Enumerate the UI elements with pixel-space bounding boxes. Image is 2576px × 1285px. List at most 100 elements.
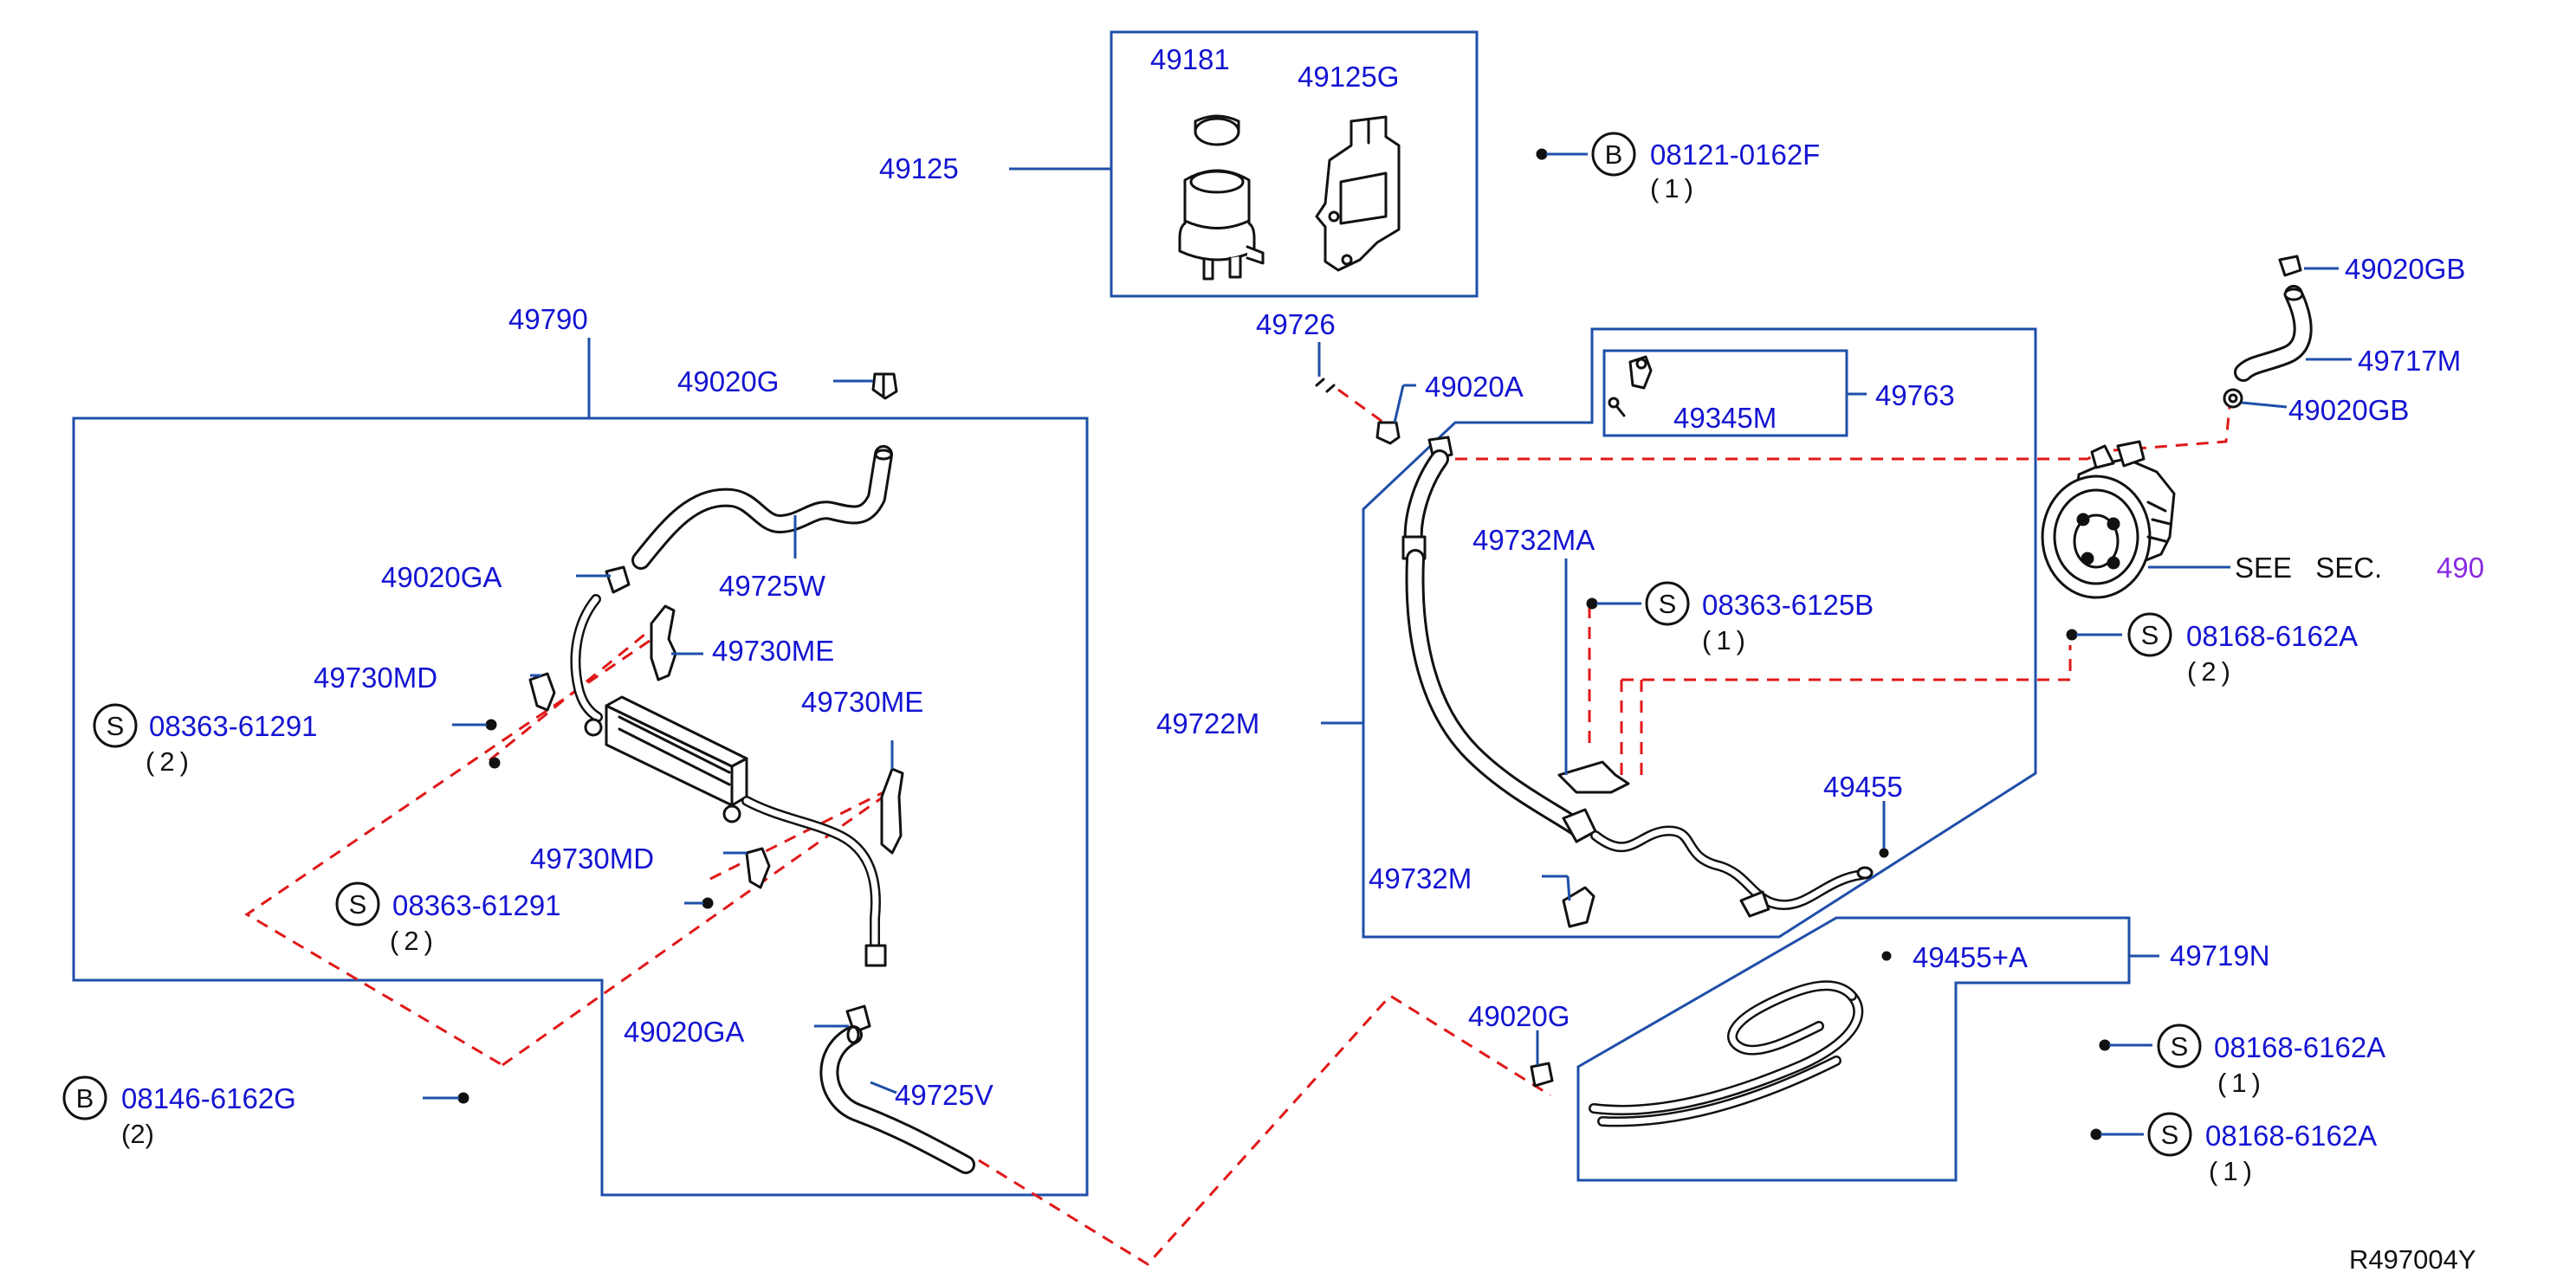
frame-49722m [1321, 327, 2037, 939]
clamp-49020g-bottom [1530, 1062, 1554, 1088]
label-49730md-2: 49730MD [530, 843, 654, 875]
fastener-qty: (2) [121, 1119, 154, 1149]
fastener-symbol-s: S [349, 889, 367, 920]
connector-49726 [1315, 378, 1336, 393]
fastener-symbol-s: S [1659, 589, 1677, 619]
label-49722m: 49722M [1156, 707, 1259, 739]
hose-49725w [631, 445, 893, 570]
fastener-symbol-b: B [76, 1083, 94, 1114]
dashed-links [244, 388, 2232, 1266]
bracket-49730me-2 [880, 767, 904, 855]
clip-49455 [1879, 848, 1889, 858]
fastener-code: 08168-6162A [2186, 620, 2358, 652]
fastener-code: 08146-6162G [121, 1082, 296, 1114]
fastener-08146-6162g: B 08146-6162G (2) [62, 1075, 296, 1149]
see-section-text: SEE SEC. [2235, 552, 2382, 584]
label-49726: 49726 [1256, 308, 1336, 340]
fastener-08363-61291-left: S 08363-61291 (2) [93, 703, 318, 777]
label-49125g: 49125G [1298, 61, 1399, 93]
frame-49763 [1602, 349, 1867, 437]
fastener-code: 08363-61291 [149, 710, 318, 742]
fastener-code: 08363-61291 [392, 889, 561, 921]
label-49125: 49125 [879, 152, 959, 184]
fastener-symbol-s: S [2161, 1120, 2179, 1150]
fastener-qty: (1) [1650, 173, 1699, 203]
fitting-49020a [1375, 421, 1401, 445]
fastener-qty: (1) [2217, 1068, 2266, 1098]
label-49020ga-bottom: 49020GA [624, 1016, 744, 1048]
label-49730me-2: 49730ME [801, 686, 923, 718]
bracket-49732ma [1557, 760, 1630, 794]
clamp-49020ga-top [605, 565, 631, 594]
label-49455a: 49455+A [1913, 941, 2028, 973]
label-49181: 49181 [1150, 43, 1230, 75]
fastener-qty: (1) [2209, 1156, 2257, 1186]
label-49732m: 49732M [1369, 862, 1472, 894]
cooler-assembly [570, 594, 887, 967]
label-49763: 49763 [1875, 379, 1955, 411]
fastener-08168-6162a-mid: S 08168-6162A (1) [2157, 1023, 2385, 1098]
label-49725v: 49725V [895, 1079, 994, 1111]
label-49020gb-mid: 49020GB [2288, 394, 2409, 426]
leader-lines [530, 267, 2352, 1095]
reservoir-tank [1178, 169, 1265, 281]
bolt-08168-6162a-bottom [2090, 1128, 2144, 1140]
pressure-hose-49722m [1401, 436, 1874, 918]
bolt-08363-6125b [1586, 597, 1641, 610]
frame-49790 [72, 338, 1089, 1197]
clamp-49020g-top [871, 372, 898, 400]
fastener-08168-6162a-bottom: S 08168-6162A (1) [2147, 1112, 2377, 1186]
label-49020g-top: 49020G [677, 365, 779, 397]
frame-49719n [1576, 916, 2159, 1182]
label-49732ma: 49732MA [1472, 524, 1595, 556]
fastener-symbol-s: S [2171, 1031, 2189, 1062]
bracket-49732m [1562, 886, 1595, 928]
fastener-qty: (1) [1702, 625, 1751, 655]
label-49020g-bottom: 49020G [1468, 1000, 1570, 1032]
label-49717m: 49717M [2358, 345, 2461, 377]
fastener-code: 08168-6162A [2214, 1031, 2385, 1063]
bolt-08363-61291-b [489, 757, 501, 769]
bracket-49730md-2 [745, 847, 771, 889]
diagram-code: R497004Y [2349, 1244, 2476, 1275]
fastener-08363-6125b: S 08363-6125B (1) [1645, 581, 1874, 655]
label-49725w: 49725W [719, 570, 826, 602]
bracket-49730me-1 [650, 604, 677, 681]
fastener-qty: (2) [390, 926, 438, 956]
label-49790: 49790 [508, 303, 588, 335]
label-49020a: 49020A [1425, 371, 1524, 403]
frame-49125 [1009, 30, 1479, 298]
label-49730me-1: 49730ME [712, 635, 834, 667]
clamp-49020gb-top [2278, 255, 2302, 277]
see-section-number[interactable]: 490 [2437, 552, 2484, 584]
fastener-qty: (2) [146, 746, 194, 777]
label-49730md-1: 49730MD [314, 662, 437, 694]
cooler-pipe-49719n [1589, 980, 1864, 1127]
label-49020gb-top: 49020GB [2345, 253, 2465, 285]
bolt-08146-6162g [423, 1092, 469, 1104]
fastener-code: 08121-0162F [1650, 139, 1820, 171]
clip-49455a [1881, 951, 1892, 961]
hose-49725v [819, 1025, 975, 1174]
fastener-symbol-b: B [1605, 139, 1623, 170]
bolt-08121-0162f [1536, 148, 1588, 160]
clamp-49020gb-mid [2223, 388, 2243, 409]
fastener-08168-6162a-top: S 08168-6162A (2) [2127, 612, 2358, 687]
label-49455: 49455 [1823, 771, 1903, 803]
fastener-symbol-s: S [107, 711, 125, 741]
bracket-49730md-1 [528, 672, 556, 712]
bolt-08363-61291-a [452, 719, 497, 731]
bolt-08168-6162a-mid [2099, 1039, 2152, 1051]
fastener-08121-0162f: B 08121-0162F (1) [1591, 132, 1820, 203]
label-49020ga-top: 49020GA [381, 561, 502, 593]
fastener-code: 08363-6125B [1702, 589, 1874, 621]
bolt-08363-61291-c [684, 897, 714, 909]
fastener-08363-61291-center: S 08363-61291 (2) [335, 881, 561, 956]
label-49719n: 49719N [2170, 940, 2270, 972]
fastener-code: 08168-6162A [2205, 1120, 2377, 1152]
hose-49717m [2234, 285, 2313, 382]
part-49763 [1608, 355, 1653, 417]
reservoir-cap [1194, 114, 1240, 146]
fastener-symbol-s: S [2141, 620, 2159, 650]
